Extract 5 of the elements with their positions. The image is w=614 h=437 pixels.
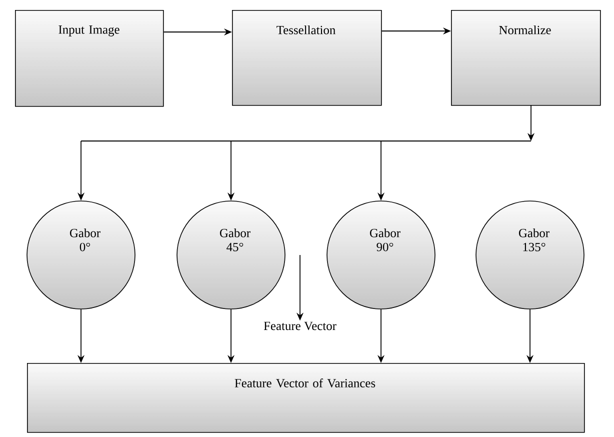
edge-label: Feature Vector xyxy=(264,322,336,330)
process-box: Feature Vector of Variances xyxy=(27,363,585,433)
process-box: Input Image xyxy=(15,10,164,107)
process-box: Tessellation xyxy=(232,10,382,106)
process-box: Normalize xyxy=(451,10,601,106)
